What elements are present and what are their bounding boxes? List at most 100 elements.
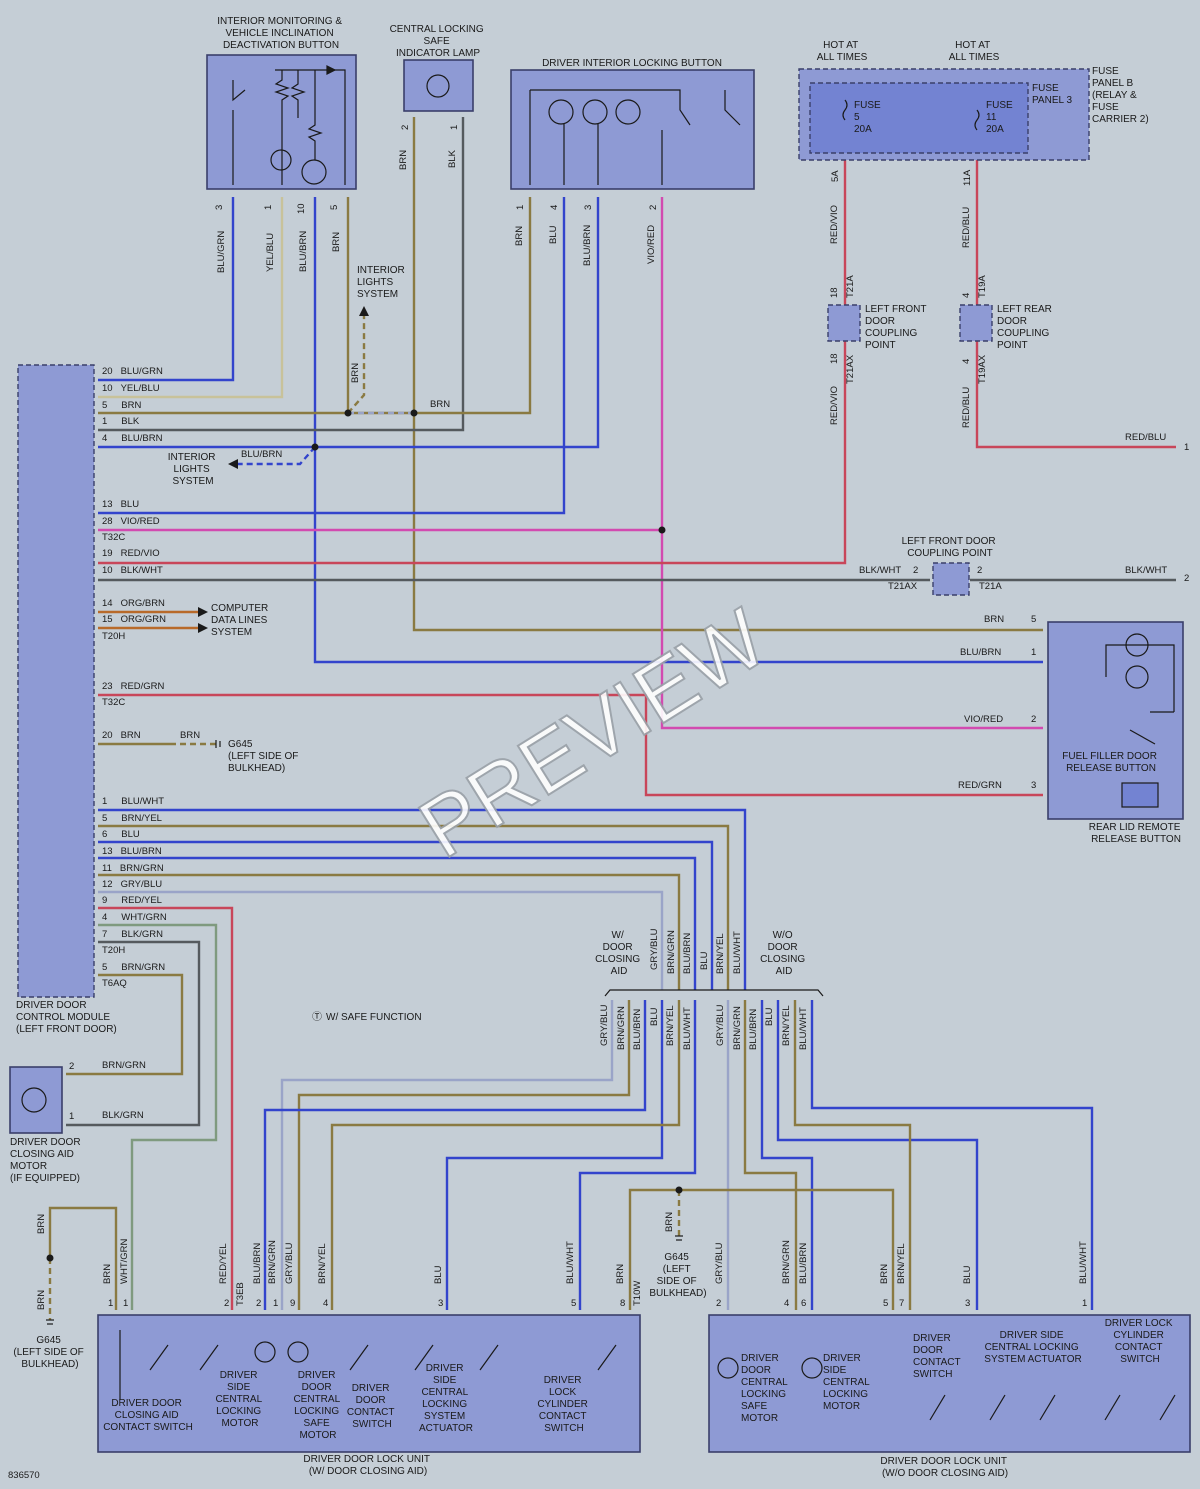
wire-color-label: BRN/YEL — [715, 933, 726, 974]
closing-aid-motor — [9, 1066, 63, 1134]
pin-number: 2 — [648, 205, 659, 210]
interior-lights-left: INTERIOR LIGHTS SYSTEM — [168, 452, 219, 487]
with-closing-aid: W/ DOOR CLOSING AID — [595, 930, 643, 977]
g645-lower-label: G645 (LEFT SIDE OF BULKHEAD) — [649, 1252, 706, 1299]
pin-number: 3 — [965, 1298, 970, 1309]
wire-color-label: BLU/WHT — [798, 1007, 809, 1050]
pin-number: 10 — [296, 203, 307, 214]
pin-number: 3 — [583, 205, 594, 210]
lock-unit-without-title: DRIVER DOOR LOCK UNIT (W/O DOOR CLOSING … — [880, 1456, 1009, 1479]
fuse-panel-b-label: FUSE PANEL B (RELAY & FUSE CARRIER 2) — [1092, 66, 1149, 125]
wire-color-label: BLU/GRN — [216, 231, 227, 273]
wire-color-label: BLU — [699, 951, 710, 970]
motor-name: DRIVER DOOR CLOSING AID MOTOR (IF EQUIPP… — [10, 1137, 83, 1184]
wire-color-label: BRN — [36, 1214, 47, 1234]
motor-without: DRIVER SIDE CENTRAL LOCKING MOTOR — [823, 1353, 872, 1412]
wire-color-label: RED/BLU — [1125, 432, 1166, 443]
arrow-left-icon — [228, 459, 238, 469]
wire-blu-dlb — [98, 197, 566, 515]
wire-color-label: BRN — [36, 1290, 47, 1310]
junction-dot — [46, 1254, 54, 1262]
labels: INTERIOR MONITORING & VEHICLE INCLINATIO… — [8, 16, 1189, 1481]
pin-number: 2 — [69, 1061, 74, 1072]
connector-id: T6AQ — [102, 978, 127, 989]
driver-interior-locking-button — [510, 69, 755, 190]
lf-door-coupling — [932, 562, 970, 596]
fuse-5-label: FUSE 5 20A — [854, 100, 883, 135]
wire-color-label: BRN/GRN — [666, 930, 677, 974]
wire-color-label: BRN — [350, 363, 361, 383]
wire-brn-dlb — [98, 197, 532, 415]
wire-red-blu — [975, 160, 1176, 449]
wire-color-label: BRN/GRN — [732, 1006, 743, 1050]
connector-id: T32C — [102, 697, 125, 708]
left-front-coupling — [827, 304, 861, 342]
pin-number: 5 — [883, 1298, 888, 1309]
wire-color-label: BLK — [447, 149, 458, 168]
wire-color-label: BRN/GRN — [267, 1240, 278, 1284]
closing-aid-contact-switch: DRIVER DOOR CLOSING AID CONTACT SWITCH — [103, 1398, 193, 1433]
lock-unit-with — [97, 1314, 641, 1453]
wire-color-label: BRN — [664, 1212, 675, 1232]
pin-number: 4 — [784, 1298, 789, 1309]
wire-brn-up-dash — [347, 315, 366, 414]
wire-color-label: BRN — [514, 226, 525, 246]
hot-at-all-times-a: HOT AT ALL TIMES — [817, 40, 868, 63]
pin-number: 5 — [1031, 614, 1036, 625]
wire-color-label: GRY/BLU — [649, 928, 660, 970]
junction-dot — [658, 526, 666, 534]
wire-color-label: BRN — [331, 232, 342, 252]
wire-color-label: BRN — [398, 150, 409, 170]
pin-number: 2 — [1031, 714, 1036, 725]
pin-number: 3 — [214, 205, 225, 210]
door-contact-switch-without: DRIVER DOOR CONTACT SWITCH — [913, 1333, 963, 1380]
lock-unit-with-title: DRIVER DOOR LOCK UNIT (W/ DOOR CLOSING A… — [303, 1454, 432, 1477]
pin-number: 3 — [1031, 780, 1036, 791]
arrow-up-icon — [359, 306, 369, 316]
pin-number: 4 — [549, 205, 560, 210]
driver-door-control-module — [17, 364, 95, 998]
wire-blk-grn — [66, 940, 201, 1127]
motor-icon — [21, 1087, 47, 1113]
wire-color-label: BLU — [649, 1007, 660, 1026]
wire-color-label: BRN/GRN — [781, 1240, 792, 1284]
wire-wo-brn-grn — [743, 1000, 798, 1310]
wire-color-label: BRN — [984, 614, 1004, 625]
wire-color-label: BLK/GRN — [102, 1110, 144, 1121]
wire-wo-blu-wht — [810, 1000, 1094, 1310]
wire-w-blu — [445, 1000, 664, 1310]
pin-number: 2 — [716, 1298, 721, 1309]
connector-id: T21AX — [888, 581, 918, 592]
ground-icon — [675, 1235, 683, 1241]
wire-color-label: RED/BLU — [961, 387, 972, 428]
switch-icon — [717, 1357, 1176, 1421]
lf-door-coupling-title: LEFT FRONT DOOR COUPLING POINT — [902, 536, 999, 559]
cylinder-without: DRIVER LOCK CYLINDER CONTACT SWITCH — [1105, 1318, 1176, 1365]
wire-wht-grn — [98, 923, 218, 1310]
pin-number: 1 — [69, 1111, 74, 1122]
ground-icon — [215, 740, 221, 748]
pin-number: 1 — [108, 1298, 113, 1309]
pin-number: 2 — [913, 565, 918, 576]
pin-number: 1 — [263, 205, 274, 210]
wire-color-label: BLU/BRN — [632, 1009, 643, 1050]
pin-number: 2 — [977, 565, 982, 576]
wire-red-grn — [98, 693, 1043, 797]
pin-number: 1 — [1082, 1298, 1087, 1309]
side-central-locking-motor: DRIVER SIDE CENTRAL LOCKING MOTOR — [215, 1370, 264, 1429]
ground-icon — [46, 1319, 54, 1325]
wire-color-label: BLU/BRN — [241, 449, 282, 460]
fuse-icon — [842, 99, 980, 131]
pin-number: 4 — [961, 359, 972, 364]
pin-number: 3 — [438, 1298, 443, 1309]
wire-wo-blu-brn — [760, 1000, 814, 1310]
computer-data-lines: COMPUTER DATA LINES SYSTEM — [211, 603, 271, 638]
